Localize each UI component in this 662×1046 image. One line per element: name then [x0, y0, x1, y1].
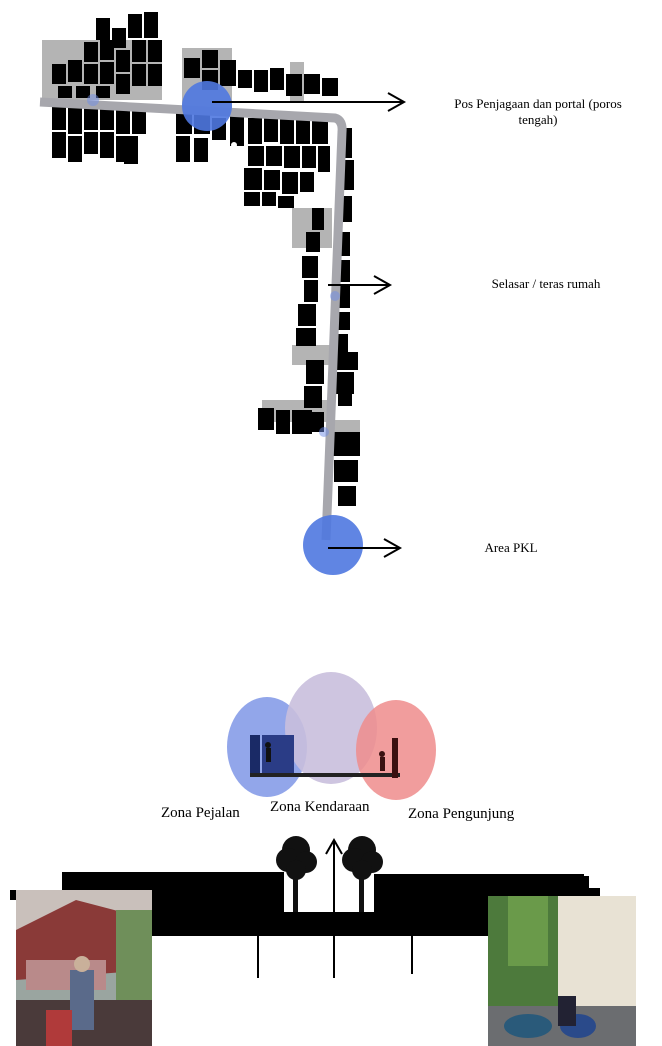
section-pointers: [257, 837, 413, 978]
callout-arrows: [212, 92, 407, 558]
mini-section: [250, 735, 400, 778]
site-map: [39, 12, 407, 575]
vehicle-zone-label: Zona Kendaraan: [268, 799, 372, 816]
vendor-area-label: Area PKL: [484, 540, 538, 555]
visitor-area-photo: [488, 896, 636, 1046]
street-vendor-photo: [16, 890, 152, 1046]
vehicle-zone-circle: [285, 672, 377, 784]
guard-post-zone: [182, 81, 232, 131]
pedestrian-zone-label: Zona Pejalan: [161, 805, 240, 821]
trees: [276, 836, 383, 914]
terrace-label: Selasar / teras rumah: [491, 276, 601, 291]
section-diagram: [10, 672, 600, 978]
main-road: [39, 97, 347, 541]
vendor-area-zone: [303, 515, 363, 575]
visitor-zone-label: Zona Pengunjung: [408, 806, 515, 822]
guard-post-label: Pos Penjagaan dan portal (poros tengah): [454, 96, 622, 128]
